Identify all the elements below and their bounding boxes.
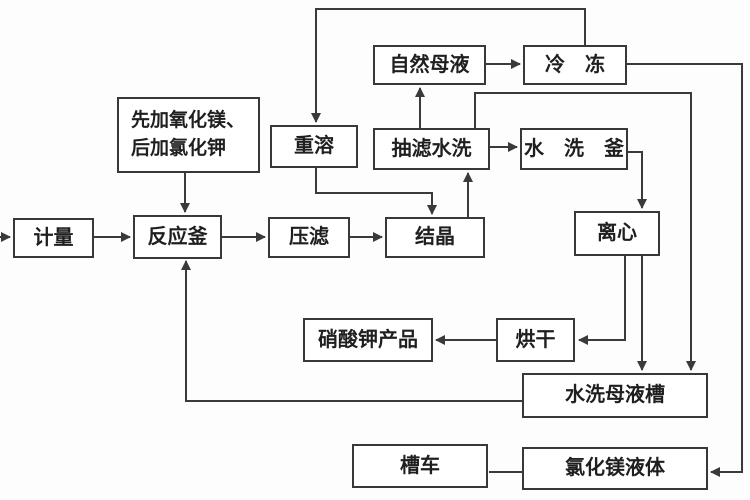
node-mgcl2-liquid: 氯化镁液体 <box>522 447 708 490</box>
node-suction-filter-wash: 抽滤水洗 <box>373 128 490 170</box>
node-feed-note: 先加氧化镁、 后加氯化钾 <box>117 97 260 173</box>
node-natural-mother-liquor: 自然母液 <box>373 45 486 85</box>
node-press-filter: 压滤 <box>268 217 350 258</box>
node-drying: 烘干 <box>496 318 575 362</box>
node-redissolve: 重溶 <box>270 125 358 168</box>
node-kno3-product: 硝酸钾产品 <box>303 318 433 362</box>
node-reactor: 反应釜 <box>133 215 222 259</box>
node-wash-mother-liquor-tank: 水洗母液槽 <box>522 373 708 418</box>
node-metering: 计量 <box>13 218 94 258</box>
node-tank-truck: 槽车 <box>352 444 488 488</box>
node-crystallize: 结晶 <box>385 217 485 258</box>
node-freezing: 冷 冻 <box>523 45 627 85</box>
node-centrifuge: 离心 <box>574 211 660 256</box>
node-water-wash-kettle: 水 洗 釜 <box>520 128 628 170</box>
